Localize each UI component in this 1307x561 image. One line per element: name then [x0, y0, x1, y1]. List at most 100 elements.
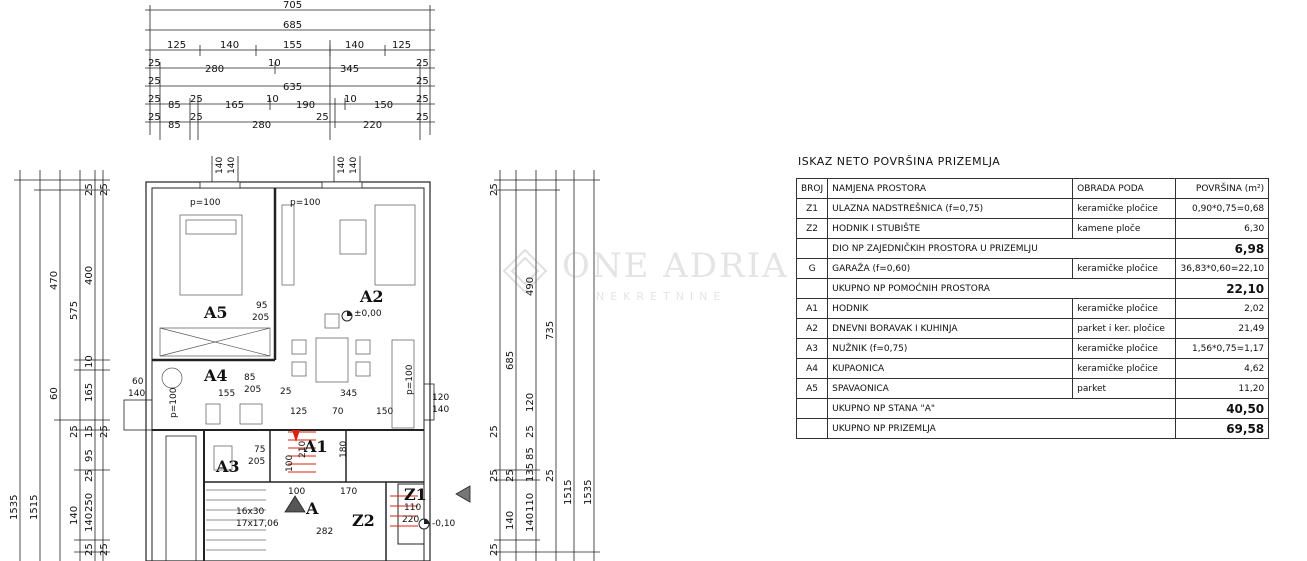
svg-text:125: 125: [290, 407, 307, 417]
dim-top-280b: 280: [252, 120, 271, 131]
dim-top-685: 685: [283, 20, 302, 31]
dim-top-25k: 25: [416, 112, 429, 123]
dim-top-140a: 140: [220, 40, 239, 51]
svg-text:25: 25: [489, 183, 500, 196]
table-subtotal-row: DIO NP ZAJEDNIČKIH PROSTORA U PRIZEMLJU …: [795, 238, 1270, 259]
bed-icon: [179, 214, 243, 296]
dim-top-125b: 125: [392, 40, 411, 51]
dim-top-635: 635: [283, 82, 302, 93]
header-broj: BROJ: [795, 178, 829, 199]
svg-text:140: 140: [84, 513, 95, 532]
window-dimension-lines: [211, 156, 361, 186]
header-namjena: NAMJENA PROSTORA: [827, 178, 1074, 199]
svg-text:25: 25: [84, 543, 95, 556]
dim-top-25h: 25: [148, 112, 161, 123]
section-marker-icon: [284, 495, 306, 513]
room-label-a1: A1: [303, 437, 328, 456]
bathtub-icon: [161, 367, 183, 389]
svg-text:140: 140: [227, 157, 237, 174]
table-row: G GARAŽA (f=0,60) keramičke pločice 36,8…: [795, 258, 1270, 279]
table-subtotal-row: UKUPNO NP POMOĆNIH PROSTORA 22,10: [795, 278, 1270, 299]
svg-text:120: 120: [525, 393, 536, 412]
svg-text:250: 250: [84, 493, 95, 512]
wc-icon: [213, 445, 233, 471]
svg-text:165: 165: [84, 383, 95, 402]
dim-top-155: 155: [283, 40, 302, 51]
svg-text:60: 60: [49, 387, 60, 400]
table-total-row: UKUPNO NP PRIZEMLJA 69,58: [795, 418, 1270, 439]
svg-text:140: 140: [505, 511, 516, 530]
room-label-a5: A5: [203, 303, 228, 322]
dim-top-150: 150: [374, 100, 393, 111]
svg-text:210: 210: [298, 441, 308, 458]
stairs-lines: [206, 489, 266, 551]
left-dimension-lines: [14, 170, 110, 561]
svg-text:25: 25: [545, 469, 556, 482]
dim-top-280: 280: [205, 64, 224, 75]
dim-top-220: 220: [363, 120, 382, 131]
svg-text:p=100: p=100: [169, 387, 179, 418]
svg-text:25: 25: [99, 425, 110, 438]
svg-text:75: 75: [254, 445, 265, 455]
dim-top-140b: 140: [345, 40, 364, 51]
svg-text:1515: 1515: [563, 480, 574, 505]
dim-top-165: 165: [225, 100, 244, 111]
dim-top-25d: 25: [416, 76, 429, 87]
dim-top-345: 345: [340, 64, 359, 75]
svg-text:25: 25: [84, 469, 95, 482]
svg-text:25: 25: [525, 425, 536, 438]
svg-text:140: 140: [69, 506, 80, 525]
table-row: A4 KUPAONICA keramičke pločice 4,62: [795, 358, 1270, 379]
coffee-table-icon: [339, 219, 367, 255]
svg-text:16x30: 16x30: [236, 507, 265, 517]
header-povrsina: POVRŠINA (m²): [1175, 178, 1270, 199]
table-row: Z2 HODNIK I STUBIŠTE kamene ploče 6,30: [795, 218, 1270, 239]
svg-text:1535: 1535: [9, 495, 20, 520]
interior-labels: p=100 p=100 p=100 p=100 95 205 85 205 15…: [128, 198, 456, 537]
svg-text:110: 110: [404, 503, 421, 513]
svg-text:±0,00: ±0,00: [354, 309, 382, 319]
table-row: Z1 ULAZNA NADSTREŠNICA (f=0,75) keramičk…: [795, 198, 1270, 219]
right-dimension-lines: [494, 170, 600, 561]
svg-text:470: 470: [49, 271, 60, 290]
svg-text:205: 205: [244, 385, 261, 395]
table-header-row: BROJ NAMJENA PROSTORA OBRADA PODA POVRŠI…: [795, 178, 1270, 199]
svg-text:140: 140: [337, 157, 347, 174]
svg-text:140: 140: [128, 389, 145, 399]
dim-top-705: 705: [283, 0, 302, 11]
dining-table-icon: [315, 337, 349, 383]
svg-text:p=100: p=100: [405, 364, 415, 395]
table-row: A3 NUŽNIK (f=0,75) keramičke pločice 1,5…: [795, 338, 1270, 359]
svg-text:135: 135: [525, 463, 536, 482]
room-label-a4: A4: [203, 366, 228, 385]
svg-text:575: 575: [69, 301, 80, 320]
room-label-a3: A3: [215, 457, 240, 476]
svg-text:140: 140: [349, 157, 359, 174]
svg-text:15: 15: [84, 425, 95, 438]
svg-text:205: 205: [248, 457, 265, 467]
svg-text:25: 25: [84, 183, 95, 196]
svg-text:95: 95: [84, 449, 95, 462]
dim-top-25e: 25: [148, 94, 161, 105]
svg-text:120: 120: [432, 393, 449, 403]
svg-text:100: 100: [288, 487, 305, 497]
dim-top-10a: 10: [268, 58, 281, 69]
dim-top-190: 190: [296, 100, 315, 111]
table-subtotal-row: UKUPNO NP STANA "A" 40,50: [795, 398, 1270, 419]
dim-top-25i: 25: [190, 112, 203, 123]
svg-text:10: 10: [84, 355, 95, 368]
room-label-z2: Z2: [352, 511, 375, 530]
top-dimension-labels: 705 685 125 140 155 140 125 25 280 10 34…: [148, 0, 429, 131]
header-obrada: OBRADA PODA: [1072, 178, 1177, 199]
right-dimension-labels: 25 25 25 25 685 25 140 490 120 25 85 135…: [489, 183, 594, 556]
svg-text:205: 205: [252, 313, 269, 323]
wardrobe-icon: [159, 327, 271, 357]
svg-text:60: 60: [132, 377, 144, 387]
svg-text:100: 100: [285, 455, 295, 472]
svg-text:180: 180: [339, 441, 349, 458]
dim-top-25c: 25: [148, 76, 161, 87]
svg-text:400: 400: [84, 266, 95, 285]
svg-text:25: 25: [280, 387, 291, 397]
dim-top-125a: 125: [167, 40, 186, 51]
table-title: ISKAZ NETO POVRŠINA PRIZEMLJA: [798, 155, 1001, 168]
